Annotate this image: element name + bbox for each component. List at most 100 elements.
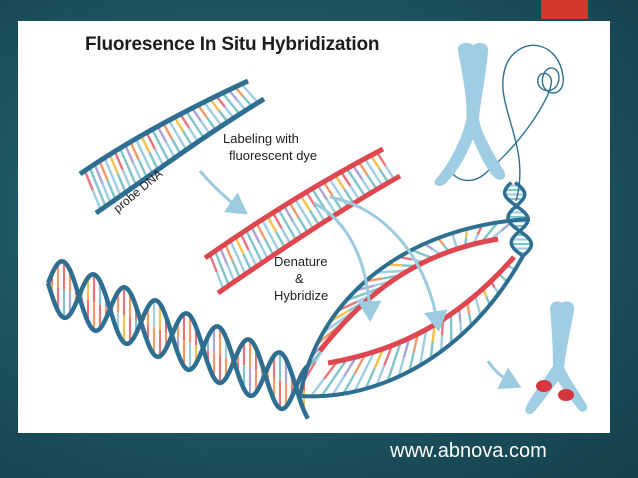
fluorescent-signal-left bbox=[536, 380, 552, 392]
base-pair bbox=[383, 345, 394, 366]
base-pair bbox=[282, 205, 294, 222]
base-pair bbox=[363, 158, 375, 173]
base-pair bbox=[145, 132, 157, 150]
base-pair bbox=[226, 264, 236, 283]
base-pair bbox=[193, 123, 205, 139]
base-pair bbox=[88, 166, 99, 188]
base-pair bbox=[236, 256, 247, 275]
base-pair bbox=[351, 164, 363, 180]
slide-panel: Fluoresence In Situ Hybridization probe … bbox=[18, 21, 610, 433]
chromosome-bottom-icon bbox=[525, 301, 588, 414]
base-pair bbox=[286, 224, 298, 241]
arrow-hybridize-2 bbox=[329, 195, 448, 332]
base-pair bbox=[132, 162, 143, 182]
base-pair bbox=[96, 186, 107, 207]
base-pair bbox=[320, 377, 336, 397]
base-pair bbox=[353, 353, 367, 375]
base-pair bbox=[263, 238, 275, 256]
labeled-probe-strand bbox=[203, 146, 402, 296]
base-pair bbox=[353, 371, 366, 393]
base-pair bbox=[355, 181, 367, 198]
base-pair bbox=[439, 335, 444, 352]
base-pair bbox=[121, 169, 132, 190]
base-pair bbox=[93, 163, 104, 185]
base-pair bbox=[364, 368, 376, 390]
base-pair bbox=[215, 271, 225, 290]
base-pair bbox=[275, 231, 286, 249]
base-pair bbox=[185, 110, 197, 126]
base-pair bbox=[375, 365, 386, 386]
base-pair bbox=[345, 167, 358, 184]
base-pair bbox=[140, 135, 151, 154]
base-pair bbox=[151, 128, 162, 147]
base-pair bbox=[328, 177, 340, 194]
base-pair bbox=[386, 361, 396, 382]
base-pair bbox=[343, 356, 358, 377]
denature-label: Denature & Hybridize bbox=[274, 253, 328, 304]
fluorescent-signal-right bbox=[558, 389, 574, 401]
base-pair bbox=[250, 226, 261, 244]
base-pair bbox=[402, 337, 411, 358]
base-pair bbox=[280, 227, 292, 245]
base-pair bbox=[218, 247, 229, 266]
fish-diagram bbox=[45, 43, 588, 420]
base-pair bbox=[349, 185, 361, 201]
base-pair bbox=[124, 144, 135, 164]
base-pair bbox=[378, 168, 390, 184]
base-pair bbox=[333, 358, 348, 379]
base-pair bbox=[357, 161, 369, 177]
base-pair bbox=[372, 171, 384, 187]
base-pair bbox=[366, 175, 378, 191]
base-pair bbox=[253, 245, 264, 264]
base-pair bbox=[205, 116, 217, 131]
base-pair bbox=[299, 194, 311, 211]
base-pair bbox=[106, 179, 117, 201]
base-pair bbox=[162, 122, 173, 140]
base-pair bbox=[83, 170, 94, 191]
base-pair bbox=[173, 116, 185, 133]
base-pair bbox=[217, 109, 229, 123]
base-pair bbox=[331, 375, 346, 396]
base-pair bbox=[208, 254, 218, 273]
base-pair bbox=[269, 234, 281, 252]
base-pair bbox=[176, 134, 188, 151]
base-pair bbox=[340, 171, 352, 187]
base-pair bbox=[167, 119, 179, 136]
base-pair bbox=[255, 222, 267, 240]
base-pair bbox=[156, 125, 168, 143]
base-pair bbox=[239, 233, 250, 251]
base-pair bbox=[101, 183, 112, 204]
base-pair bbox=[271, 212, 283, 229]
base-pair bbox=[188, 127, 199, 143]
base-pair bbox=[260, 219, 272, 237]
base-pair bbox=[91, 189, 102, 211]
denature-label-line1: Denature bbox=[274, 254, 328, 269]
probe-dna-strand bbox=[78, 78, 266, 216]
base-pair bbox=[334, 174, 346, 190]
base-pair bbox=[297, 216, 309, 234]
base-pair bbox=[234, 236, 245, 255]
base-pair bbox=[288, 201, 300, 219]
base-pair bbox=[126, 166, 138, 186]
chromatin-thread bbox=[450, 44, 564, 202]
base-pair bbox=[277, 208, 289, 226]
base-pair bbox=[384, 165, 396, 180]
base-pair bbox=[291, 220, 303, 237]
base-pair bbox=[247, 249, 258, 268]
base-pair bbox=[134, 138, 146, 157]
base-pair bbox=[137, 159, 148, 178]
base-pair bbox=[373, 348, 385, 370]
base-pair bbox=[179, 113, 191, 129]
base-pair bbox=[369, 154, 381, 170]
base-pair bbox=[116, 173, 127, 193]
denature-label-line2: & bbox=[295, 271, 304, 286]
base-pair bbox=[211, 113, 223, 127]
labeling-label-line1: Labeling with bbox=[223, 131, 299, 146]
base-pair bbox=[142, 155, 154, 175]
base-pair bbox=[213, 250, 224, 269]
base-pair bbox=[311, 188, 323, 204]
base-pair bbox=[342, 373, 356, 395]
accent-tab bbox=[541, 0, 588, 19]
base-pair bbox=[303, 213, 315, 230]
base-pair bbox=[170, 138, 182, 155]
